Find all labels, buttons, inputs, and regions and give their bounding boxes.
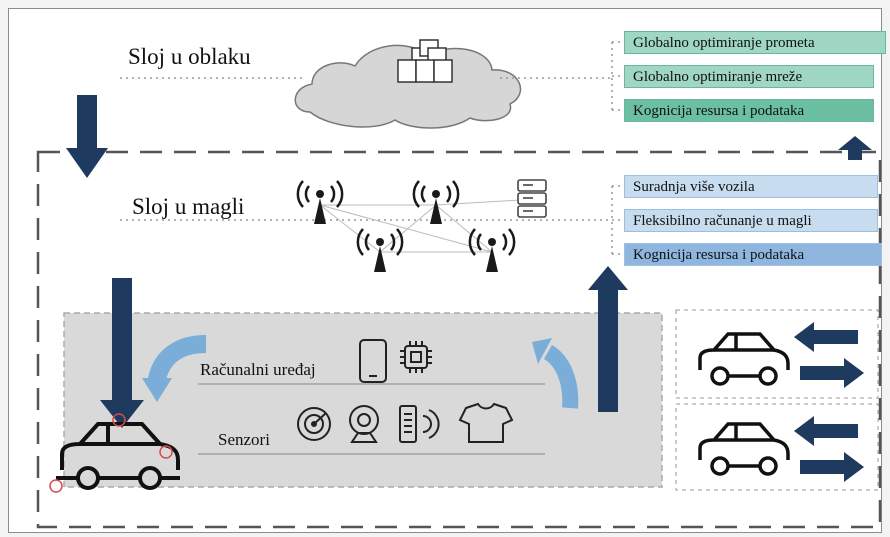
antenna-tower-icon [356,228,404,272]
computing-device-label: Računalni uređaj [200,360,316,379]
bidirectional-arrow-1 [794,322,864,388]
smartphone-icon [359,339,387,383]
cloud-tag-network-optimization: Globalno optimiranje mreže [624,65,874,88]
server-rack-icon [517,179,547,218]
curved-arrow-left [142,335,207,402]
bidirectional-arrow-2 [794,416,864,482]
arrow-down-cloud-to-fog [66,95,108,178]
server-cluster-icon [397,39,453,83]
tshirt-icon [458,402,514,443]
car-icon [698,422,790,476]
webcam-icon [349,405,379,443]
curved-arrow-right [532,338,579,409]
antenna-tower-icon [296,180,344,224]
car-icon [56,422,180,490]
fog-layer-boundary [36,150,882,529]
car-icon [698,332,790,386]
chip-icon [400,341,432,373]
arrow-up-fog-to-cloud [838,136,872,160]
antenna-tower-icon [468,228,516,272]
cloud-tag-traffic-optimization: Globalno optimiranje prometa [624,31,886,54]
antenna-tower-icon [412,180,460,224]
fog-tag-resource-cognition: Kognicija resursa i podataka [624,243,882,266]
cloud-tag-resource-cognition: Kognicija resursa i podataka [624,99,874,122]
arrow-up-edge-to-fog [588,266,628,412]
fog-tag-flexible-computing: Fleksibilno računanje u magli [624,209,878,232]
signal-sensor-icon [399,405,440,443]
fog-tag-vehicle-cooperation: Suradnja više vozila [624,175,878,198]
car-sensor-markers [49,413,173,493]
radar-icon [297,407,331,441]
cloud-layer-label: Sloj u oblaku [128,44,251,69]
sensors-label: Senzori [218,430,270,449]
fog-layer-label: Sloj u magli [132,194,245,219]
cloud-shape [294,44,522,129]
